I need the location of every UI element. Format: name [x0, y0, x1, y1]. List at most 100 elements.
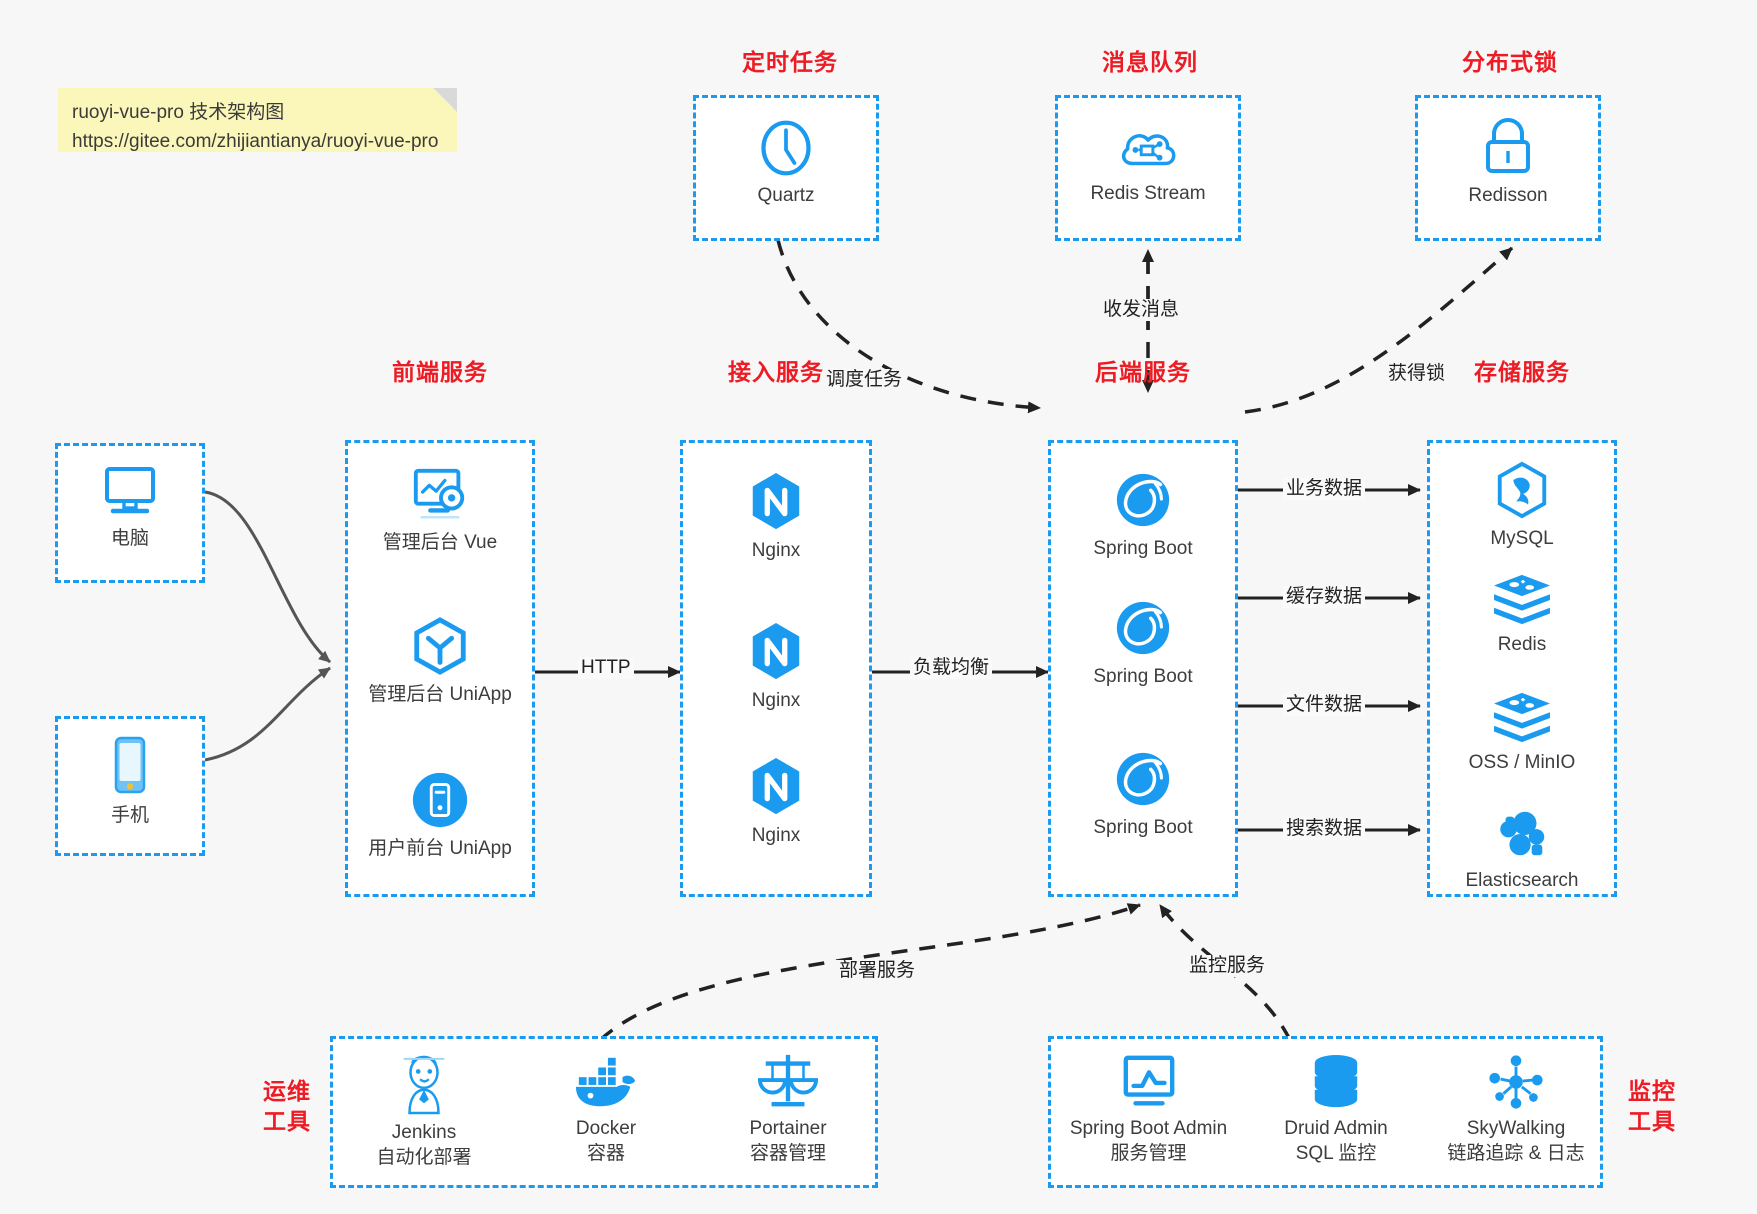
group-label-mq: 消息队列 — [1102, 49, 1198, 75]
node-redis-stream: Redis Stream — [1058, 118, 1238, 206]
group-distributed-lock: Redisson — [1415, 95, 1601, 241]
group-client-phone: 手机 — [55, 716, 205, 856]
group-monitor-tools: Spring Boot Admin 服务管理 Druid Admin SQL 监… — [1048, 1036, 1603, 1188]
node-mysql: MySQL — [1430, 461, 1614, 551]
group-gateway-service: Nginx Nginx Nginx — [680, 440, 872, 897]
node-sublabel: 服务管理 — [1110, 1143, 1187, 1164]
node-sublabel: 容器 — [586, 1143, 625, 1164]
node-spring-boot-1: Spring Boot — [1051, 469, 1235, 561]
node-admin-vue: 管理后台 Vue — [348, 465, 532, 555]
node-jenkins: Jenkins 自动化部署 — [333, 1053, 515, 1171]
group-label-devops-line2: 工具 — [263, 1108, 311, 1134]
group-client-pc: 电脑 — [55, 443, 205, 583]
redis-icon — [1494, 574, 1550, 625]
jenkins-icon — [403, 1055, 445, 1115]
group-label-devops: 运维 工具 — [257, 1076, 317, 1136]
node-redisson: Redisson — [1418, 116, 1598, 208]
node-label: Spring Boot Admin — [1069, 1118, 1228, 1139]
elasticsearch-icon — [1500, 811, 1545, 856]
mysql-icon — [1497, 461, 1547, 519]
redis-icon — [1494, 692, 1550, 743]
node-spring-boot-admin: Spring Boot Admin 服务管理 — [1051, 1053, 1246, 1167]
node-label: Spring Boot — [1093, 666, 1193, 687]
database-icon — [1314, 1055, 1358, 1108]
node-label: Nginx — [751, 690, 801, 711]
node-label: 管理后台 Vue — [382, 532, 498, 553]
node-nginx-1: Nginx — [683, 471, 869, 563]
node-label: 手机 — [110, 805, 149, 826]
edge-label-schedule: 调度任务 — [823, 369, 906, 391]
dashboard-gear-icon — [413, 468, 465, 519]
node-label: MySQL — [1490, 528, 1554, 549]
group-label-frontend: 前端服务 — [392, 359, 488, 385]
node-label: Spring Boot — [1093, 817, 1193, 838]
node-spring-boot-3: Spring Boot — [1051, 748, 1235, 840]
edge-phone-to-frontend — [204, 666, 331, 762]
node-oss-minio: OSS / MinIO — [1430, 691, 1614, 775]
node-portainer: Portainer 容器管理 — [697, 1051, 879, 1167]
node-phone: 手机 — [58, 734, 202, 828]
node-sublabel: 链路追踪 & 日志 — [1447, 1143, 1585, 1164]
node-label: 电脑 — [110, 528, 149, 549]
node-label: Nginx — [751, 540, 801, 561]
node-docker: Docker 容器 — [515, 1055, 697, 1167]
node-label: Spring Boot — [1093, 538, 1193, 559]
group-label-lock: 分布式锁 — [1462, 49, 1558, 75]
edge-label-file-data: 文件数据 — [1283, 694, 1366, 716]
cloud-stream-icon — [1121, 134, 1176, 166]
group-scheduled-task: Quartz — [693, 95, 879, 241]
spring-boot-icon — [1116, 752, 1170, 806]
mobile-circle-icon — [412, 772, 468, 828]
clock-icon — [761, 120, 811, 176]
node-spring-boot-2: Spring Boot — [1051, 597, 1235, 689]
group-backend-service: Spring Boot Spring Boot Spring Boot — [1048, 440, 1238, 897]
spring-boot-icon — [1116, 473, 1170, 527]
uniapp-cube-icon — [414, 617, 466, 675]
node-label: Redisson — [1468, 185, 1548, 206]
node-label: Nginx — [751, 825, 801, 846]
smartphone-icon — [114, 736, 146, 794]
node-label: SkyWalking — [1466, 1118, 1566, 1139]
nginx-icon — [752, 472, 800, 530]
node-label: 管理后台 UniApp — [368, 684, 512, 705]
edge-label-cache-data: 缓存数据 — [1283, 586, 1366, 608]
edge-label-biz-data: 业务数据 — [1283, 478, 1366, 500]
node-elasticsearch: Elasticsearch — [1430, 805, 1614, 893]
node-druid-admin: Druid Admin SQL 监控 — [1246, 1053, 1426, 1167]
node-skywalking: SkyWalking 链路追踪 & 日志 — [1426, 1053, 1606, 1167]
edge-acquire-lock — [1244, 246, 1514, 414]
edge-label-deploy: 部署服务 — [836, 960, 919, 982]
node-label: Redis — [1497, 634, 1547, 655]
scales-icon — [758, 1054, 818, 1107]
group-frontend-service: 管理后台 Vue 管理后台 UniApp 用户前台 UniApp — [345, 440, 535, 897]
node-label: Docker — [575, 1118, 637, 1139]
monitor-chart-icon — [1123, 1055, 1174, 1106]
node-redis: Redis — [1430, 573, 1614, 657]
node-sublabel: 自动化部署 — [376, 1147, 472, 1168]
node-label: 用户前台 UniApp — [368, 838, 512, 859]
edge-label-lock: 获得锁 — [1385, 363, 1449, 385]
node-admin-uniapp: 管理后台 UniApp — [348, 615, 532, 707]
group-label-monitor-line2: 工具 — [1628, 1108, 1676, 1134]
note-fold-corner — [433, 88, 457, 112]
group-message-queue: Redis Stream — [1055, 95, 1241, 241]
node-nginx-3: Nginx — [683, 756, 869, 848]
node-label: OSS / MinIO — [1468, 752, 1576, 773]
edge-pc-to-frontend — [204, 490, 331, 664]
docker-icon — [575, 1057, 636, 1107]
desktop-icon — [105, 467, 155, 514]
node-label: Druid Admin — [1284, 1118, 1388, 1139]
group-label-devops-line1: 运维 — [263, 1078, 311, 1104]
skywalking-icon — [1489, 1055, 1543, 1109]
edge-label-loadbalance: 负载均衡 — [910, 657, 993, 679]
group-label-storage: 存储服务 — [1474, 359, 1570, 385]
nginx-icon — [752, 622, 800, 680]
node-sublabel: SQL 监控 — [1295, 1143, 1377, 1164]
edge-label-monitoring: 监控服务 — [1186, 955, 1269, 977]
node-sublabel: 容器管理 — [749, 1143, 826, 1164]
spring-boot-icon — [1116, 601, 1170, 655]
group-storage-service: MySQL Redis OSS / MinIO — [1427, 440, 1617, 897]
note-url: https://gitee.com/zhijiantianya/ruoyi-vu… — [72, 131, 439, 152]
node-pc: 电脑 — [58, 463, 202, 551]
